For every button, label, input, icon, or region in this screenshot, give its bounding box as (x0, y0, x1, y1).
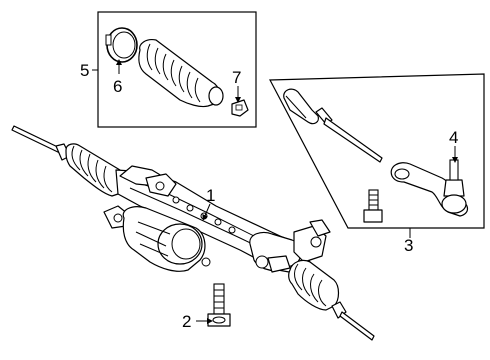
bellows-boot (138, 39, 224, 108)
mounting-bolt (207, 283, 231, 327)
clamp-ring (105, 27, 138, 63)
tie-rod-box (269, 73, 485, 229)
callout-1-leader (202, 203, 211, 221)
tie-rod-inset (269, 73, 485, 229)
outer-tie-rod-end (390, 159, 469, 217)
inner-tie-rod (283, 88, 383, 163)
callout-3: 3 (404, 236, 413, 255)
callout-6: 6 (113, 77, 122, 96)
tie-rod-bolt (363, 189, 383, 223)
boot-kit-inset (97, 11, 257, 128)
callout-5: 5 (80, 61, 89, 80)
callout-1: 1 (206, 186, 215, 205)
callout-4: 4 (449, 128, 458, 147)
callout-2: 2 (182, 312, 191, 331)
callout-7: 7 (232, 68, 241, 87)
small-clamp (231, 99, 249, 117)
steering-gear-assembly (11, 125, 375, 341)
